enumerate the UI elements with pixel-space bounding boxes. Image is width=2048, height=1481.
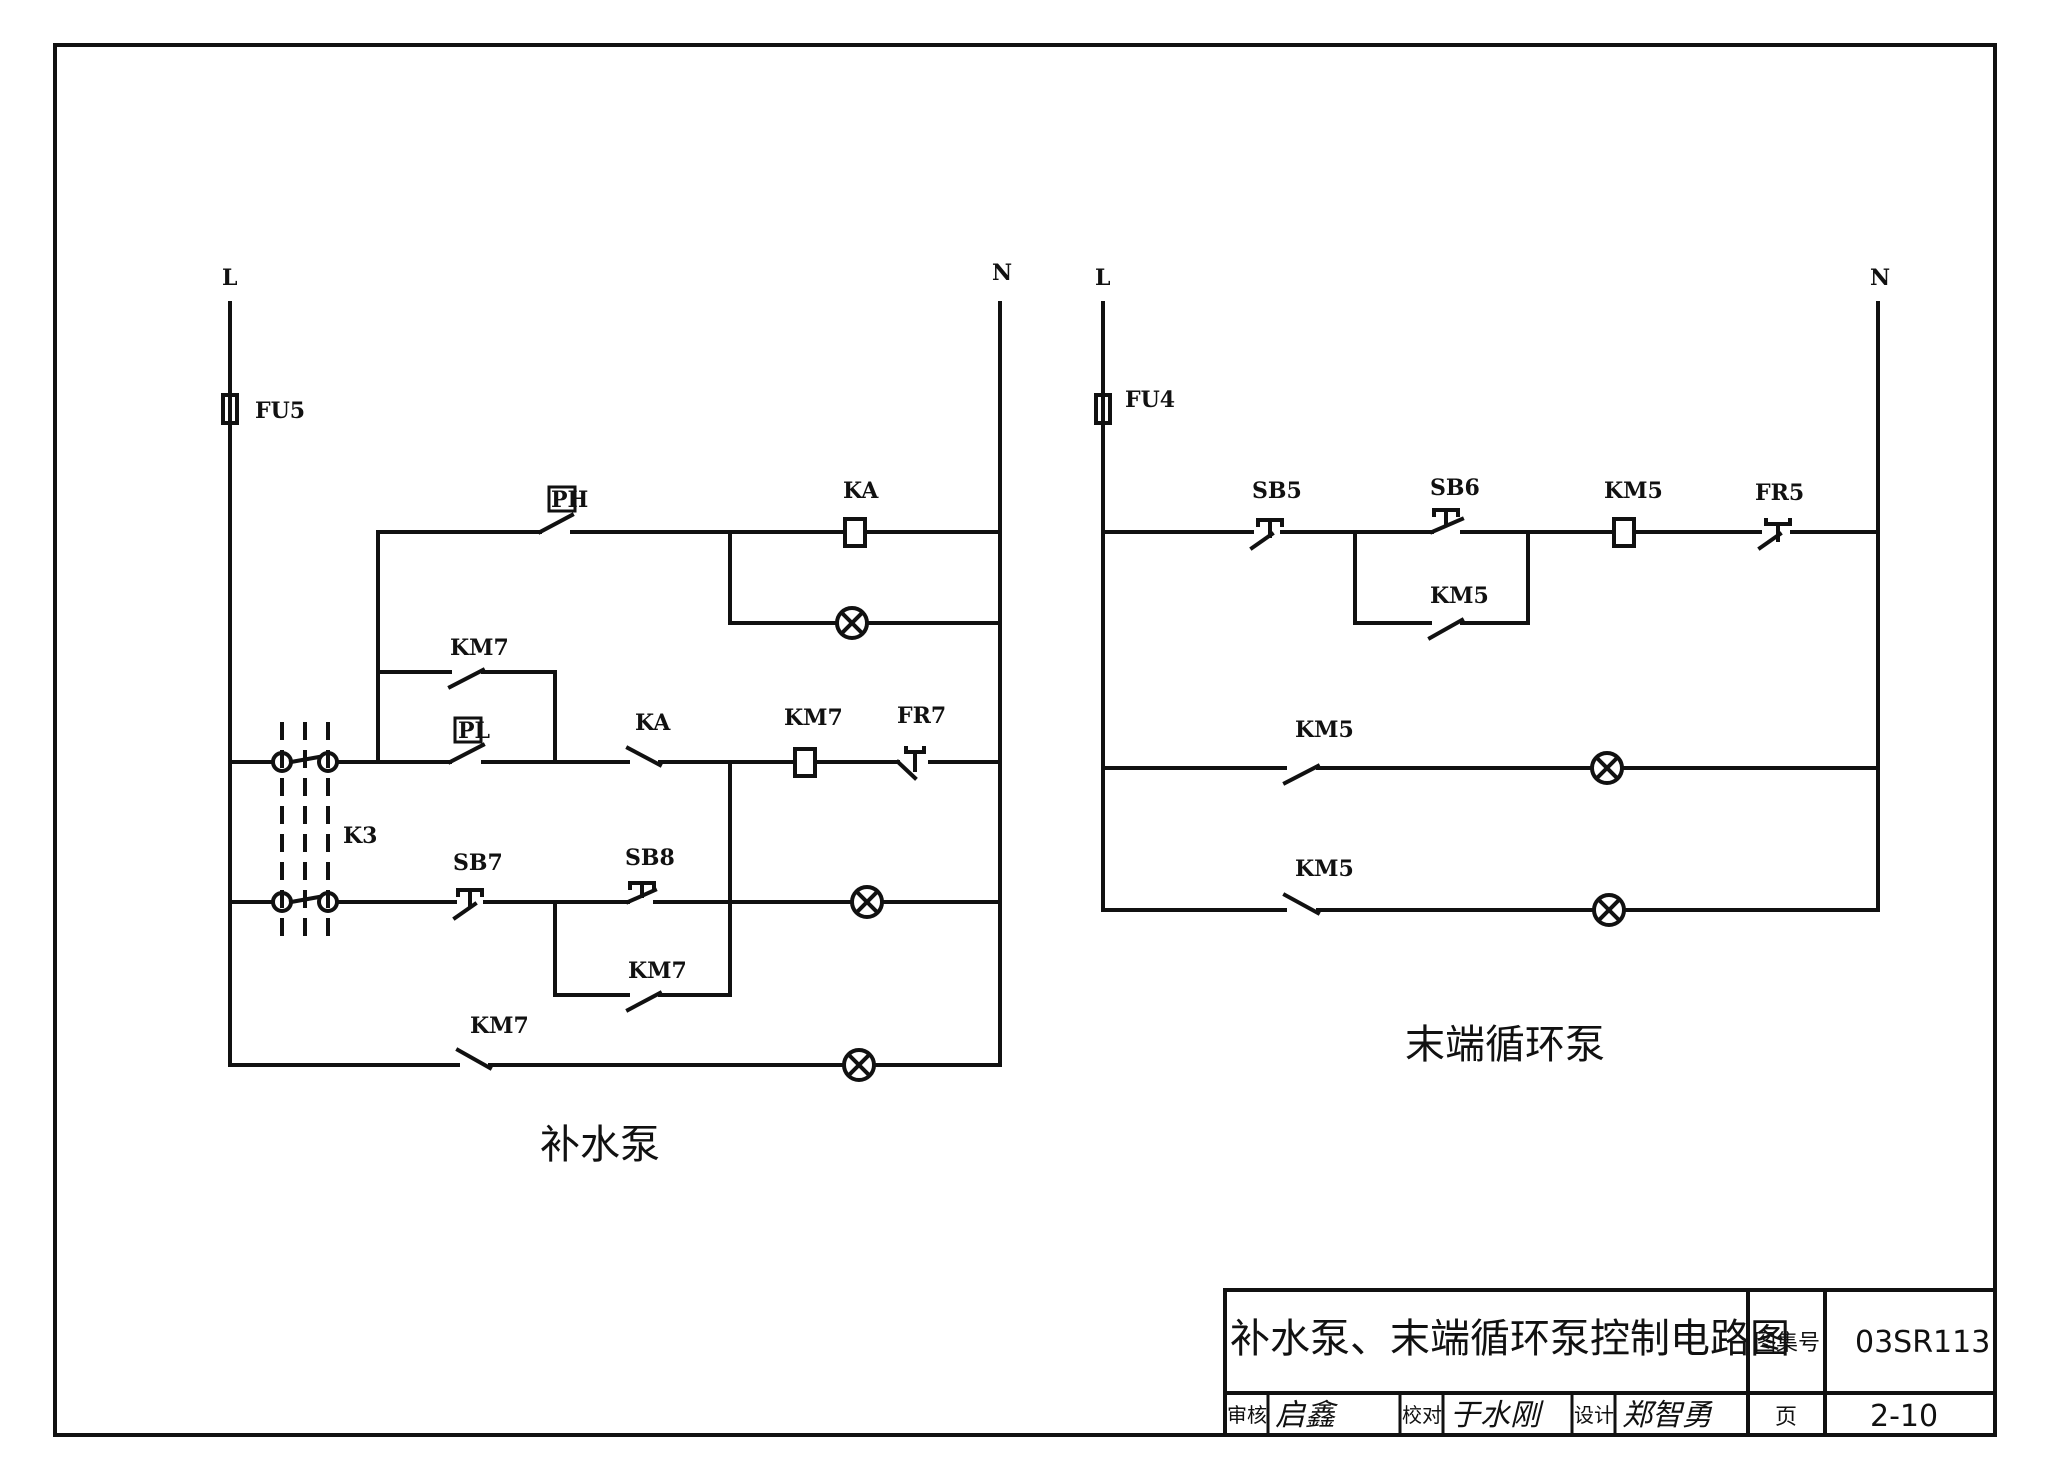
km5-coil-label: KM5 <box>1604 478 1663 504</box>
km5-no-contact-icon <box>1282 763 1321 786</box>
km5-no-label: KM5 <box>1295 717 1354 743</box>
left-l-label: L <box>222 265 237 291</box>
pressure-high-box-icon <box>547 485 577 513</box>
pl-label: PL <box>458 718 490 744</box>
design-label: 设计 <box>1574 1403 1614 1427</box>
review-signature: 启鑫 <box>1275 1398 1339 1433</box>
title-block: 补水泵、末端循环泵控制电路图 图集号 03SR113 审核 启鑫 校对 于水刚 … <box>1223 1288 1997 1437</box>
right-n-label: N <box>1870 265 1890 291</box>
indicator-lamp-icon <box>850 885 884 919</box>
km7-coil-icon <box>793 747 817 778</box>
start-button-icon <box>625 881 658 905</box>
indicator-lamp-icon <box>842 1048 876 1082</box>
ka-coil-icon <box>843 517 867 548</box>
indicator-lamp-icon <box>1592 893 1626 927</box>
fr5-label: FR5 <box>1755 480 1804 506</box>
thermal-relay-icon <box>895 746 926 781</box>
sheet-border <box>53 43 1997 1437</box>
k3-switch-icon <box>288 894 322 905</box>
indicator-lamp-icon <box>1590 751 1624 785</box>
sb6-label: SB6 <box>1430 475 1480 501</box>
km7-nc-contact-icon <box>455 1047 493 1071</box>
sb7-label: SB7 <box>453 850 503 876</box>
km5-nc-contact-icon <box>1282 892 1321 916</box>
atlas-label: 图集号 <box>1754 1331 1820 1356</box>
sb5-label: SB5 <box>1252 478 1302 504</box>
right-circuit: L N FU4 SB5 SB6 KM5 FR5 <box>1094 265 1890 1068</box>
fuse-icon <box>1094 393 1112 425</box>
thermal-relay-icon <box>1757 518 1792 551</box>
page-label: 页 <box>1775 1405 1797 1430</box>
check-label: 校对 <box>1402 1403 1442 1427</box>
km5-coil-icon <box>1612 517 1636 548</box>
indicator-lamp-icon <box>835 606 869 640</box>
km7-nc-label: KM7 <box>470 1013 529 1039</box>
km5-hold-label: KM5 <box>1430 583 1489 609</box>
atlas-number: 03SR113 <box>1855 1325 1990 1360</box>
ph-contact-icon <box>537 512 575 535</box>
fr7-label: FR7 <box>897 703 946 729</box>
stop-button-icon <box>452 888 484 921</box>
review-label: 审核 <box>1227 1403 1267 1427</box>
km7-coil-label: KM7 <box>784 705 843 731</box>
fuse-icon <box>221 393 239 425</box>
km5-nc-label: KM5 <box>1295 856 1354 882</box>
stop-button-icon <box>1249 518 1284 551</box>
ka-nc-contact-icon <box>625 745 663 768</box>
km7-hold-label: KM7 <box>628 958 687 984</box>
left-n-label: N <box>992 260 1012 286</box>
right-caption: 末端循环泵 <box>1405 1022 1605 1068</box>
km5-hold-contact-icon <box>1427 617 1465 641</box>
ka-contact-label: KA <box>635 710 671 736</box>
design-signature: 郑智勇 <box>1622 1398 1713 1433</box>
right-l-label: L <box>1095 265 1110 291</box>
ka-coil-label: KA <box>843 478 879 504</box>
k3-label: K3 <box>343 823 377 849</box>
fuse-fu4-label: FU4 <box>1125 387 1175 413</box>
start-button-icon <box>1429 508 1465 535</box>
fuse-fu5-label: FU5 <box>255 398 305 424</box>
pressure-low-box-icon <box>453 716 483 744</box>
left-circuit: L N FU5 PH KA KM7 <box>221 260 1012 1168</box>
pl-contact-icon <box>447 742 486 765</box>
km7-seal-contact-icon <box>447 667 486 690</box>
check-signature: 于水刚 <box>1450 1398 1544 1433</box>
page-number: 2-10 <box>1870 1399 1938 1434</box>
km7-seal-label: KM7 <box>450 635 509 661</box>
drawing-title: 补水泵、末端循环泵控制电路图 <box>1230 1316 1790 1362</box>
km7-hold-contact-icon <box>625 990 663 1013</box>
sb8-label: SB8 <box>625 845 675 871</box>
ph-label: PH <box>551 487 588 513</box>
left-caption: 补水泵 <box>540 1122 660 1168</box>
